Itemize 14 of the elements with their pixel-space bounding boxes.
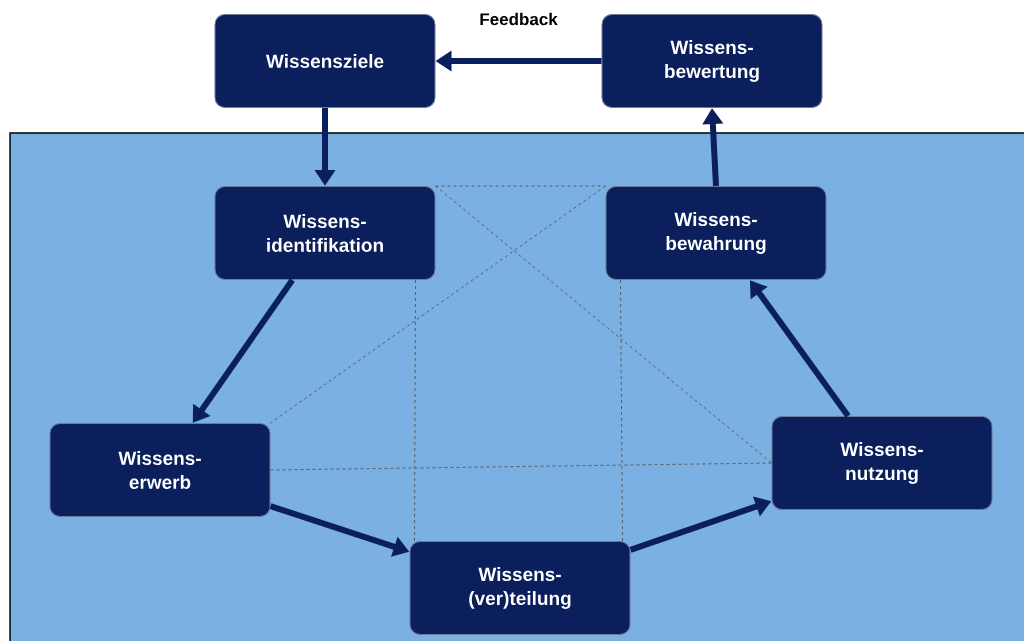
dashed-line	[270, 185, 606, 424]
process-box: Wissensziele	[214, 14, 436, 108]
edge-label: Feedback	[480, 12, 558, 26]
process-box: Wissens- bewertung	[601, 14, 823, 108]
process-box: Wissens- identifikation	[214, 186, 436, 280]
process-box: Wissens- nutzung	[771, 416, 993, 510]
process-box: Wissens- (ver)teilung	[409, 541, 631, 635]
dashed-line	[435, 185, 606, 187]
dashed-line	[435, 185, 772, 464]
dashed-line	[270, 462, 772, 471]
process-box: Wissens- erwerb	[49, 423, 271, 517]
process-box: Wissens- bewahrung	[605, 186, 827, 280]
dashed-line	[414, 279, 416, 542]
dashed-line	[620, 279, 623, 542]
